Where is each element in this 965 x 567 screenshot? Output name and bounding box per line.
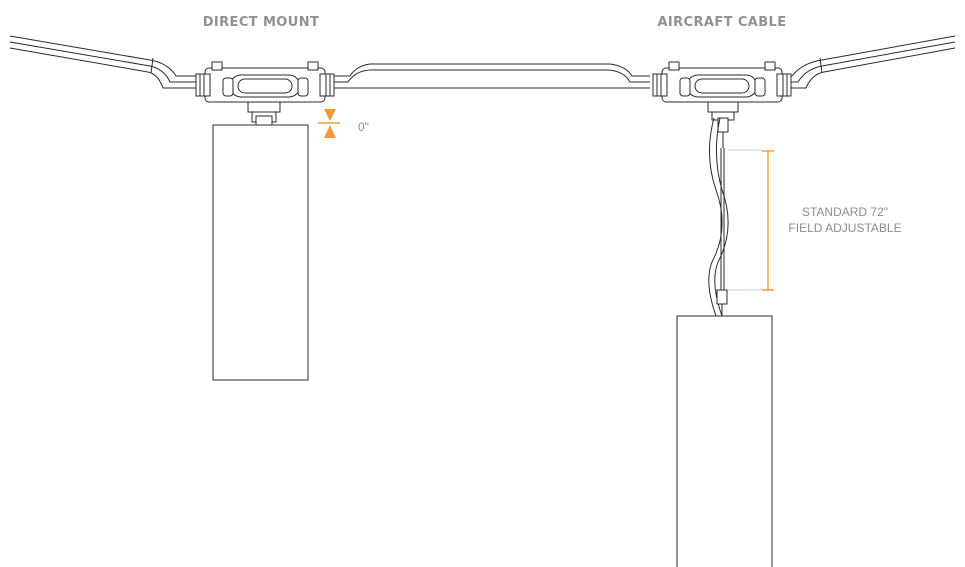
cable-length-label-line2: FIELD ADJUSTABLE (788, 221, 901, 235)
direct-mount-heading: DIRECT MOUNT (203, 15, 320, 30)
cable-length-label-line1: STANDARD 72" (802, 205, 888, 219)
suspended-fixture (676, 315, 773, 567)
right-junction-box (652, 61, 792, 121)
left-junction-box (195, 61, 335, 126)
aircraft-cable-heading: AIRCRAFT CABLE (657, 15, 786, 30)
zero-gap-dimension (318, 109, 340, 138)
direct-mount-fixture (212, 124, 309, 381)
cable-length-dimension (728, 149, 774, 291)
aircraft-cable-assembly (708, 117, 729, 317)
zero-gap-label: 0" (358, 120, 369, 134)
overhead-track (9, 35, 956, 89)
